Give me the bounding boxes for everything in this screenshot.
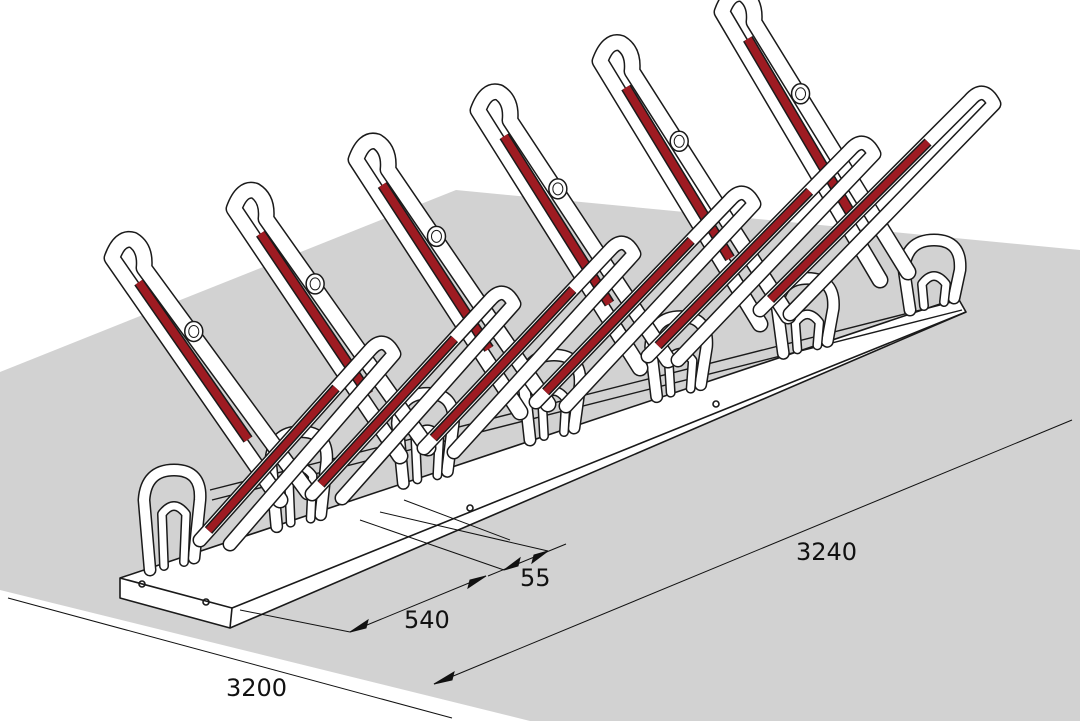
base-frame [119,297,967,629]
red-reflector-strip [654,187,814,350]
red-reflector-strip [134,279,253,443]
lower-loop [137,463,207,577]
red-reflector-strip [766,138,932,304]
front-holder [304,285,522,506]
dimension-label-55: 55 [520,564,551,592]
upper-holder [103,230,317,509]
reflector-ring-icon [305,273,325,295]
dimension-line-540 [349,575,487,633]
dimension-label-3200: 3200 [226,674,288,702]
upper-holder [347,132,557,421]
front-holder [752,85,1002,322]
front-holder [528,185,762,414]
front-holder [640,135,882,368]
reflector-ring-icon [184,320,204,343]
red-reflector-strip [429,286,577,442]
upper-holder [591,34,797,333]
red-reflector-strip [743,36,856,216]
lower-loop-inner [790,309,825,355]
dimension-label-540: 540 [404,606,450,634]
dimension-line-3200 [7,597,453,719]
reflector-ring-icon [548,178,568,200]
lower-loop-inner [157,501,191,571]
upper-holder [225,181,437,465]
dimension-line-55 [487,543,567,577]
front-holder [192,335,402,552]
red-reflector-strip [621,84,735,262]
red-reflector-strip [317,335,459,488]
dimension-line-3240 [433,419,1073,685]
upper-bike-holders [103,0,1002,552]
upper-holder [713,0,917,289]
red-reflector-strip [542,236,695,396]
front-holder [416,235,642,460]
dimension-lines [7,419,1073,719]
lower-loop-inner [917,271,951,311]
upper-holder [469,83,677,377]
red-reflector-strip [204,384,340,534]
reflector-ring-icon [426,225,447,248]
reflector-ring-icon [669,130,689,153]
dimension-label-3240: 3240 [796,538,858,566]
reflector-ring-icon [790,83,811,105]
